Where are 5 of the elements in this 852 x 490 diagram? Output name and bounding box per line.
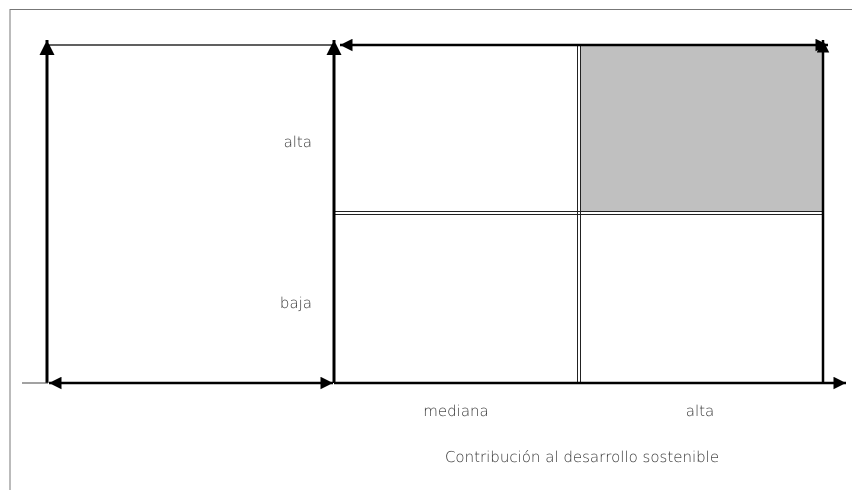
axis-title: Contribución al desarrollo sostenible [444, 448, 720, 466]
axis-label: alta [284, 133, 312, 151]
axis-label: alta [686, 402, 714, 420]
axis-label: mediana [423, 402, 489, 420]
axis-label: baja [280, 294, 312, 312]
